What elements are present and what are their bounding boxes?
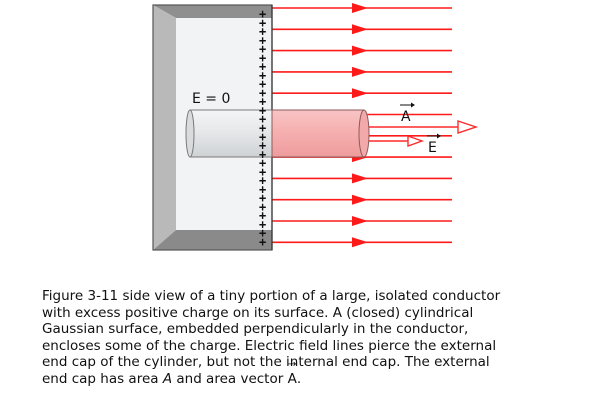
area-vector-label: A <box>401 109 411 125</box>
caption-text: and area vector <box>172 370 288 387</box>
caption-area-symbol: A <box>162 370 173 387</box>
conductor-bevel-left <box>153 5 176 250</box>
field-vector-arrowhead <box>407 135 425 147</box>
field-line <box>272 66 452 77</box>
caption-line: Figure 3-11 side view of a tiny portion … <box>42 288 501 304</box>
cylinder-outer-body <box>271 109 365 158</box>
field-line <box>272 3 452 13</box>
caption-line: Gaussian surface, embedded perpendicular… <box>42 321 469 338</box>
caption-line: encloses some of the charge. Electric fi… <box>42 337 497 354</box>
surface-charge-plus: + <box>259 51 266 65</box>
surface-charge-plus: + <box>259 165 266 179</box>
caption-line-last: end cap has area A and area vector A. <box>42 360 587 388</box>
surface-charge-plus: + <box>259 191 266 205</box>
field-line <box>272 237 452 248</box>
caption-area-vector-symbol: A <box>288 360 298 388</box>
surface-charge-plus: + <box>259 235 266 249</box>
field-line-arrowhead <box>352 237 368 248</box>
surface-charge-plus: + <box>259 33 266 47</box>
surface-charge-plus: + <box>259 7 266 21</box>
field-line <box>272 173 452 184</box>
surface-charge-plus: + <box>259 147 266 161</box>
area-vector-arrow <box>369 120 479 134</box>
surface-charge-plus: + <box>259 182 266 196</box>
surface-charge-plus: + <box>259 156 266 170</box>
surface-charge-plus: + <box>259 112 266 126</box>
area-vector-label-tip <box>411 102 415 108</box>
surface-charge-plus: + <box>259 68 266 82</box>
surface-charge-plus: + <box>259 95 266 109</box>
field-line <box>272 45 452 56</box>
surface-charge-plus: + <box>259 174 266 188</box>
field-line-arrowhead <box>352 173 368 184</box>
inside-field-label: E = 0 <box>192 91 230 107</box>
field-vector-label-tip <box>437 133 441 139</box>
surface-charge-plus: + <box>259 217 266 231</box>
field-line-arrowhead <box>352 88 368 99</box>
caption-line: end cap of the cylinder, but not the int… <box>42 354 490 371</box>
field-line <box>272 216 452 226</box>
surface-charges: +++++++++++++++++++++++++++ <box>259 7 266 249</box>
caption-text: end cap has area <box>42 370 163 387</box>
field-line-arrowhead <box>352 66 368 77</box>
field-line-arrowhead <box>352 24 368 35</box>
figure-caption: Figure 3-11 side view of a tiny portion … <box>42 288 587 388</box>
surface-charge-plus: + <box>259 42 266 56</box>
field-line <box>272 24 452 35</box>
area-vector-label-group: A <box>400 102 415 125</box>
conductor-bevel-bottom <box>153 230 272 250</box>
surface-charge-plus: + <box>259 60 266 74</box>
gaussian-cylinder <box>185 109 370 158</box>
caption-line: with excess positive charge on its surfa… <box>42 304 474 321</box>
surface-charge-plus: + <box>259 77 266 91</box>
conductor-bevel-top <box>153 5 272 18</box>
surface-charge-plus: + <box>259 139 266 153</box>
surface-charge-plus: + <box>259 16 266 30</box>
field-vector-label: E <box>428 140 437 156</box>
surface-charge-plus: + <box>259 121 266 135</box>
field-line-arrowhead <box>352 45 368 56</box>
surface-charge-plus: + <box>259 86 266 100</box>
field-vector-label-group: E <box>427 133 441 156</box>
area-vector-arrowhead <box>457 120 479 134</box>
surface-charge-plus: + <box>259 130 266 144</box>
field-line <box>272 88 452 99</box>
field-line-arrowhead <box>352 216 368 226</box>
field-line <box>272 194 452 205</box>
field-line-arrowhead <box>352 3 368 13</box>
field-vector-arrow <box>369 135 425 147</box>
surface-charge-plus: + <box>259 209 266 223</box>
caption-text: . <box>296 370 302 387</box>
surface-charge-plus: + <box>259 200 266 214</box>
cylinder-external-end-cap <box>358 109 370 158</box>
surface-charge-plus: + <box>259 226 266 240</box>
surface-charge-plus: + <box>259 103 266 117</box>
cylinder-internal-end-cap <box>185 109 195 158</box>
field-line-arrowhead <box>352 194 368 205</box>
surface-charge-plus: + <box>259 25 266 39</box>
